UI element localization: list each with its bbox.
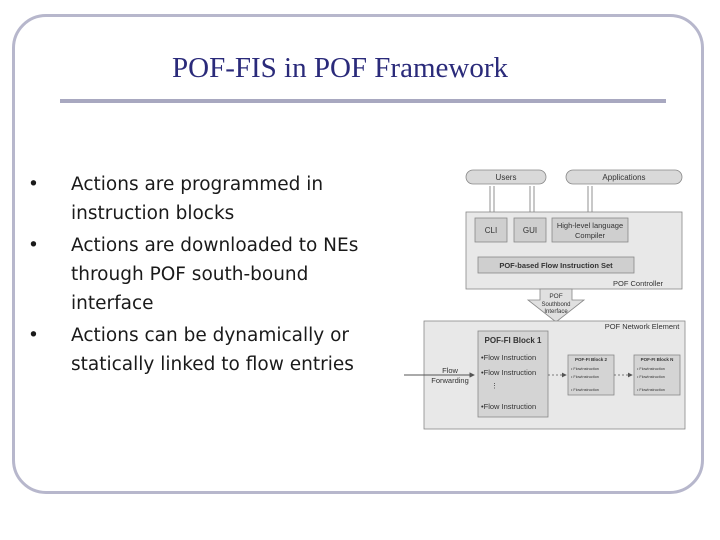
- bullet-item: • Actions can be dynamically or staticall…: [28, 321, 388, 379]
- bullet-marker: •: [28, 235, 39, 256]
- title-underline: [60, 99, 666, 103]
- block1-title: POF-FI Block 1: [485, 336, 542, 345]
- bullet-marker: •: [28, 325, 39, 346]
- pof-framework-diagram: Users Applications CLI GUI High-level la…: [404, 169, 686, 430]
- interface-label-line2: Southbond: [541, 302, 570, 308]
- pof-fi-block-n: [633, 354, 681, 396]
- network-element-label: POF Network Element: [605, 322, 681, 331]
- block2-instruction-3: • FlowInstruction: [571, 388, 599, 392]
- block2-instruction-1: • FlowInstruction: [571, 367, 599, 371]
- cli-label: CLI: [485, 226, 497, 235]
- blockn-instruction-2: • FlowInstruction: [637, 375, 665, 379]
- instruction-set-label: POF-based Flow Instruction Set: [499, 261, 613, 270]
- controller-label: POF Controller: [613, 279, 664, 288]
- blockn-instruction-1: • FlowInstruction: [637, 367, 665, 371]
- pof-fi-block-1: [477, 330, 549, 418]
- bullet-item: • Actions are downloaded to NEs through P…: [28, 231, 388, 318]
- block1-ellipsis: ⋮: [491, 383, 498, 390]
- block2-title: POF-FI Block 2: [575, 357, 608, 362]
- bullet-text: Actions can be dynamically or statically…: [71, 325, 354, 375]
- interface-label-line3: Interface: [544, 309, 568, 315]
- gui-label: GUI: [523, 226, 537, 235]
- bullet-text: Actions are programmed in instruction bl…: [71, 174, 324, 224]
- interface-label-line1: POF: [549, 293, 562, 300]
- block1-instruction-2: •Flow Instruction: [481, 368, 536, 377]
- block2-instruction-2: • FlowInstruction: [571, 375, 599, 379]
- flow-label-line2: Forwarding: [431, 376, 469, 385]
- compiler-label-line1: High-level language: [557, 221, 623, 230]
- user-connectors: [489, 186, 593, 212]
- slide-title: POF-FIS in POF Framework: [172, 52, 508, 84]
- block1-instruction-1: •Flow Instruction: [481, 353, 536, 362]
- instruction-set-box: [477, 256, 635, 274]
- flow-label-line1: Flow: [442, 366, 458, 375]
- applications-box: [565, 169, 683, 185]
- users-label: Users: [496, 173, 517, 182]
- gui-box: [513, 217, 547, 243]
- bullet-item: • Actions are programmed in instruction b…: [28, 170, 388, 228]
- cli-box: [474, 217, 508, 243]
- bullet-list: • Actions are programmed in instruction b…: [28, 170, 388, 382]
- compiler-box: [551, 217, 629, 243]
- applications-label: Applications: [602, 173, 645, 182]
- bullet-marker: •: [28, 174, 39, 195]
- blockn-instruction-3: • FlowInstruction: [637, 388, 665, 392]
- users-box: [465, 169, 547, 185]
- southbound-arrow: [526, 288, 586, 323]
- bullet-text: Actions are downloaded to NEs through PO…: [71, 235, 359, 314]
- compiler-label-line2: Compiler: [575, 231, 606, 240]
- block1-instruction-3: •Flow Instruction: [481, 402, 536, 411]
- blockn-title: POF-FI Block N: [641, 357, 674, 362]
